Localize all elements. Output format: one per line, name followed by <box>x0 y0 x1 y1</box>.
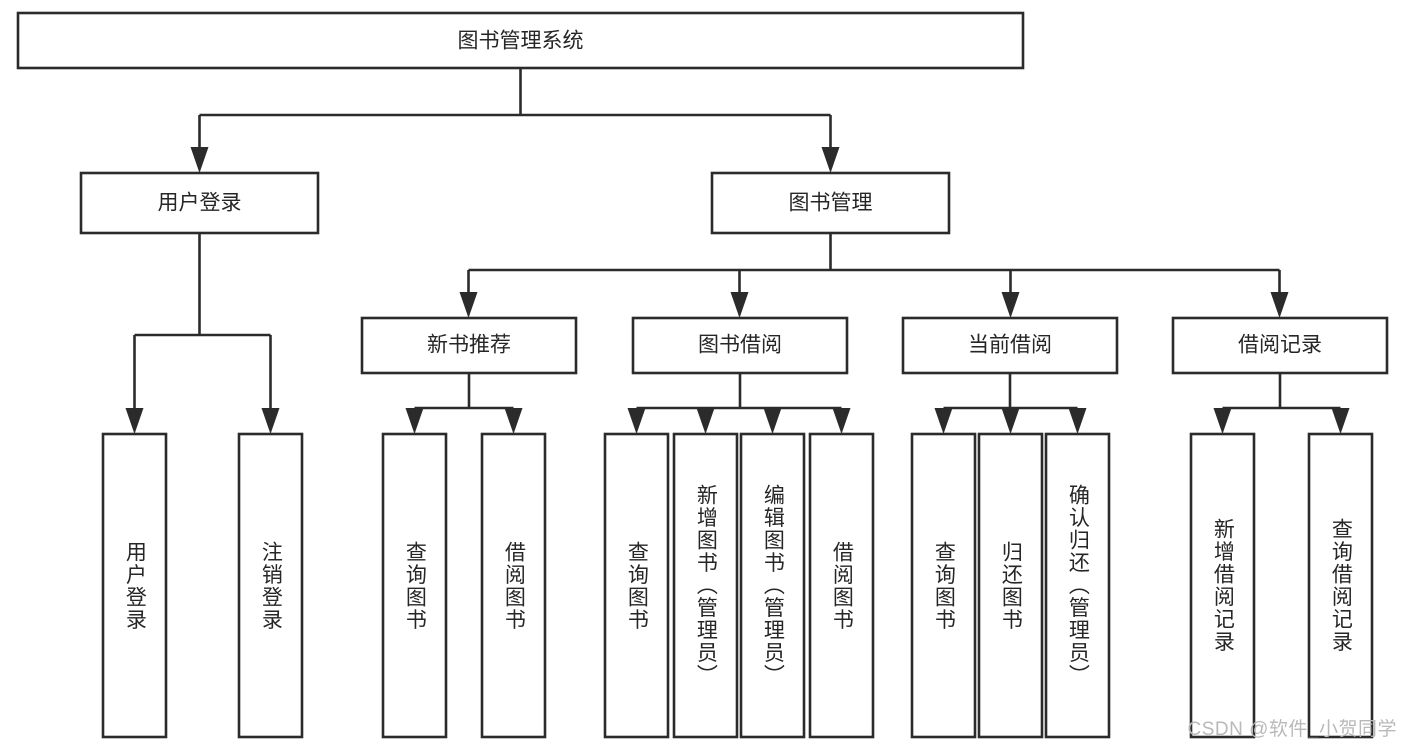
node-root-label: 图书管理系统 <box>458 30 584 53</box>
arrowhead-new-book-recommend <box>459 292 478 318</box>
arrowhead-borrow-record <box>1270 292 1289 318</box>
node-user-login-label: 用户登录 <box>158 192 242 215</box>
leaf-box-logout[interactable] <box>237 432 304 739</box>
arrowhead-bookborrow-leaf-0 <box>627 408 646 434</box>
node-book-management-label: 图书管理 <box>789 192 873 215</box>
node-book-borrow-label: 图书借阅 <box>698 334 782 357</box>
node-borrow-record[interactable] <box>1171 316 1389 375</box>
arrowhead-currentborrow-leaf-0 <box>934 408 953 434</box>
node-book-borrow[interactable] <box>631 316 849 375</box>
arrowhead-current-borrow <box>1001 292 1020 318</box>
leaf-box-borrow-query[interactable] <box>603 432 670 739</box>
arrowhead-leaf-logout <box>261 408 280 434</box>
arrowhead-user-login <box>190 147 209 173</box>
arrowhead-newbook-leaf-0 <box>405 408 424 434</box>
leaf-box-record-query[interactable] <box>1307 432 1374 739</box>
node-borrow-record-label: 借阅记录 <box>1238 334 1322 357</box>
leaf-box-newbook-query[interactable] <box>381 432 448 739</box>
leaf-box-user-login[interactable] <box>101 432 168 739</box>
node-book-management[interactable] <box>710 171 951 235</box>
leaf-box-current-confirm[interactable] <box>1044 432 1111 739</box>
leaf-box-borrow-edit[interactable] <box>739 432 806 739</box>
arrowhead-leaf-user-login <box>125 408 144 434</box>
arrowhead-currentborrow-leaf-2 <box>1068 408 1087 434</box>
csdn-watermark: CSDN @软件_小贺同学 <box>1187 719 1397 740</box>
node-root[interactable] <box>16 11 1025 70</box>
arrowhead-borrowrecord-leaf-0 <box>1213 408 1232 434</box>
node-current-borrow[interactable] <box>901 316 1119 375</box>
node-new-book-recommend[interactable] <box>360 316 578 375</box>
arrowhead-bookborrow-leaf-3 <box>832 408 851 434</box>
arrowhead-bookborrow-leaf-1 <box>696 408 715 434</box>
arrowhead-book-borrow <box>730 292 749 318</box>
arrowhead-currentborrow-leaf-1 <box>1001 408 1020 434</box>
arrowhead-newbook-leaf-1 <box>504 408 523 434</box>
arrowhead-book-mgmt <box>821 147 840 173</box>
leaf-box-borrow-add[interactable] <box>672 432 739 739</box>
leaf-box-record-add[interactable] <box>1189 432 1256 739</box>
arrowhead-bookborrow-leaf-2 <box>763 408 782 434</box>
leaf-box-current-query[interactable] <box>910 432 977 739</box>
leaf-box-newbook-borrow[interactable] <box>480 432 547 739</box>
node-new-book-recommend-label: 新书推荐 <box>427 334 511 357</box>
arrowhead-borrowrecord-leaf-1 <box>1331 408 1350 434</box>
leaf-box-borrow-lend[interactable] <box>808 432 875 739</box>
node-current-borrow-label: 当前借阅 <box>968 334 1052 357</box>
leaf-box-current-return[interactable] <box>977 432 1044 739</box>
